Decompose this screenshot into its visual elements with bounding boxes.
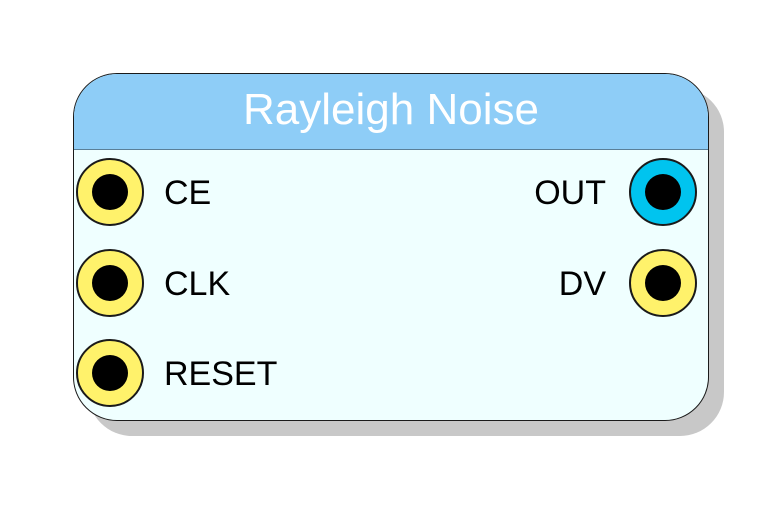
output-port-out[interactable] — [629, 158, 697, 226]
input-label-ce: CE — [164, 174, 212, 212]
input-label-clk: CLK — [164, 265, 231, 303]
input-port-ce[interactable] — [76, 158, 144, 226]
port-hole — [645, 265, 681, 301]
input-port-reset[interactable] — [76, 339, 144, 407]
block-header: Rayleigh Noise — [74, 74, 708, 150]
input-label-reset: RESET — [164, 355, 278, 393]
output-port-dv[interactable] — [629, 249, 697, 317]
output-label-dv: DV — [558, 265, 606, 303]
input-port-clk[interactable] — [76, 249, 144, 317]
port-hole — [92, 265, 128, 301]
port-hole — [645, 174, 681, 210]
rayleigh-noise-block[interactable]: Rayleigh Noise — [73, 73, 709, 421]
port-hole — [92, 355, 128, 391]
block-title: Rayleigh Noise — [243, 85, 539, 134]
port-hole — [92, 174, 128, 210]
output-label-out: OUT — [534, 174, 606, 212]
